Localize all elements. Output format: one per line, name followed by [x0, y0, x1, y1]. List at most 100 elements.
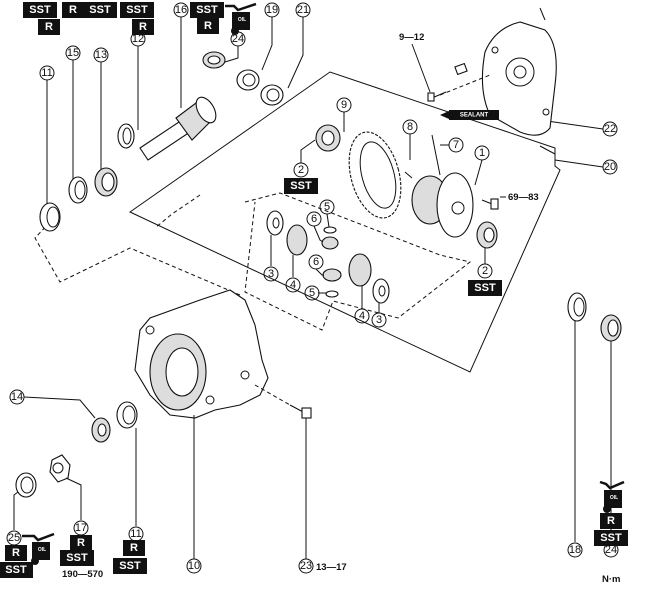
svg-text:11: 11	[41, 67, 52, 79]
bearing-cup-11	[39, 202, 61, 232]
svg-text:3: 3	[268, 268, 274, 280]
svg-text:18: 18	[569, 544, 581, 556]
callout-25: 25	[6, 530, 22, 546]
torque-13-17: 13—17	[316, 562, 347, 573]
svg-text:SST: SST	[5, 564, 27, 576]
svg-text:20: 20	[604, 161, 616, 173]
lock-nut-17	[49, 454, 71, 483]
sst-badge: SST	[113, 558, 147, 574]
svg-text:OIL: OIL	[610, 495, 618, 501]
svg-text:7: 7	[453, 139, 459, 151]
leader-20	[539, 145, 556, 155]
callout-11a: 11	[39, 65, 55, 81]
callout-10: 10	[186, 558, 202, 574]
callout-6b: 6	[308, 254, 324, 270]
sst-badge: SST	[60, 550, 94, 566]
svg-text:16: 16	[175, 4, 187, 16]
svg-text:3: 3	[376, 314, 382, 326]
svg-text:SST: SST	[600, 532, 622, 544]
carrier-housing-10	[134, 289, 269, 419]
r-badge: R	[123, 540, 145, 556]
callout-6a: 6	[306, 211, 322, 227]
ring-gear-9	[348, 131, 402, 219]
sst-badge: SST	[83, 2, 117, 18]
torque-unit: N·m	[602, 574, 620, 585]
callout-5a: 5	[319, 199, 335, 215]
callout-23: 23	[298, 558, 314, 574]
callout-22: 22	[602, 121, 618, 137]
r-badge: R	[70, 535, 92, 551]
callout-3a: 3	[263, 266, 279, 282]
sst-badge: SST	[468, 280, 502, 296]
bearing-cup-11b	[116, 401, 138, 429]
callout-16: 16	[173, 2, 189, 18]
ring-12	[117, 123, 135, 149]
r-badge: R	[62, 2, 84, 18]
svg-text:22: 22	[604, 123, 616, 135]
svg-text:11: 11	[130, 528, 141, 540]
svg-text:SST: SST	[29, 4, 51, 16]
bearing-cup-18	[567, 292, 587, 322]
side-gear-4b	[348, 253, 372, 287]
washer-19	[236, 69, 260, 91]
r-badge: R	[600, 513, 622, 529]
svg-text:1: 1	[479, 147, 485, 159]
svg-text:8: 8	[407, 121, 413, 133]
svg-text:5: 5	[324, 201, 330, 213]
torque-190-570: 190—570	[62, 569, 103, 580]
callout-13: 13	[93, 47, 109, 63]
pinion-gear-6b	[322, 268, 342, 282]
sst-badge: SST	[23, 2, 57, 18]
callout-9: 9	[336, 97, 352, 113]
svg-text:4: 4	[290, 279, 296, 291]
side-gear-4a	[286, 224, 308, 256]
rear-cover-22	[427, 7, 557, 136]
svg-text:R: R	[45, 21, 53, 33]
washer-5b	[325, 290, 339, 298]
badges: SST R R SST SST R SST R SST SST R SST R …	[0, 2, 628, 578]
svg-text:SST: SST	[474, 282, 496, 294]
callout-8: 8	[402, 119, 418, 135]
spacer-15	[68, 176, 88, 204]
svg-text:R: R	[69, 4, 77, 16]
svg-text:6: 6	[311, 213, 317, 225]
callout-1: 1	[474, 145, 490, 161]
svg-text:10: 10	[188, 560, 200, 572]
svg-text:6: 6	[313, 256, 319, 268]
sst-badge: SST	[120, 2, 154, 18]
svg-text:2: 2	[482, 265, 488, 277]
oil-can-icon: OIL	[225, 2, 257, 35]
sst-badge: SST	[594, 530, 628, 546]
torque-69-83: 69—83	[508, 192, 539, 203]
callout-2b: 2	[477, 263, 493, 279]
sealant-icon: SEALANT	[440, 110, 499, 120]
svg-text:2: 2	[298, 164, 304, 176]
svg-text:SST: SST	[66, 552, 88, 564]
pinion-shaft-7	[431, 134, 441, 176]
callout-2a: 2	[293, 162, 309, 178]
svg-text:4: 4	[359, 310, 365, 322]
callout-14: 14	[9, 389, 25, 405]
svg-text:R: R	[77, 537, 85, 549]
svg-text:SEALANT: SEALANT	[460, 113, 489, 119]
svg-text:OIL: OIL	[238, 17, 246, 23]
svg-text:21: 21	[297, 4, 309, 16]
washer-5a	[323, 226, 337, 234]
sst-badge: SST	[190, 2, 224, 18]
svg-text:SST: SST	[196, 4, 218, 16]
svg-text:R: R	[130, 542, 138, 554]
svg-text:R: R	[607, 515, 615, 527]
svg-text:R: R	[139, 21, 147, 33]
callout-15: 15	[65, 45, 81, 61]
pinion-gear-6a	[321, 236, 339, 250]
callout-7: 7	[448, 137, 464, 153]
thrust-washer-3b	[372, 278, 390, 304]
svg-text:17: 17	[75, 522, 87, 534]
svg-text:OIL: OIL	[38, 547, 46, 553]
r-badge: R	[38, 19, 60, 35]
callout-4b: 4	[354, 308, 370, 324]
svg-text:24: 24	[232, 33, 244, 45]
callout-11b: 11	[128, 526, 144, 542]
